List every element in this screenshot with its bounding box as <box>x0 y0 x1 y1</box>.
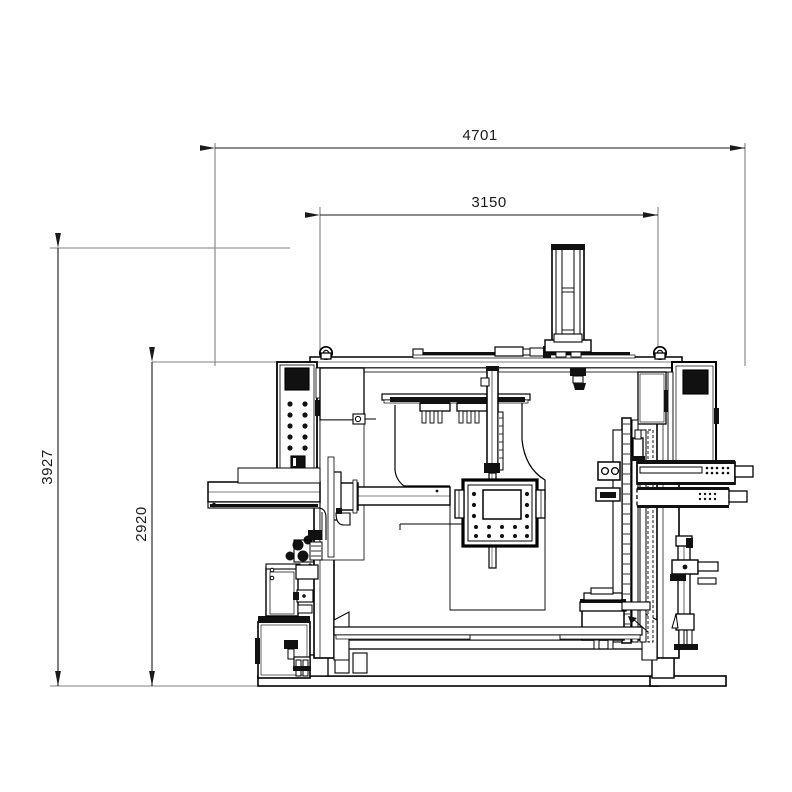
dimension-lines <box>55 145 745 686</box>
dim-overall-width: 4701 <box>462 127 497 144</box>
right-cabinet-display <box>682 369 709 395</box>
left-control-panel[interactable] <box>276 361 321 475</box>
lower-left-pump-cabinet <box>255 563 319 679</box>
left-panel-buttons[interactable] <box>287 401 308 451</box>
right-linear-actuators <box>595 429 754 508</box>
right-control-cabinet[interactable] <box>667 361 719 475</box>
hmi-screen <box>482 489 522 520</box>
center-linkage <box>570 368 586 390</box>
mid-horizontal-beams <box>333 626 643 641</box>
valve-cluster <box>285 507 327 567</box>
machine-body-contour <box>381 393 546 611</box>
left-panel-display <box>284 367 310 391</box>
vertical-mast <box>544 244 592 358</box>
right-vertical-rail <box>612 417 654 644</box>
hmi-side-buttons[interactable] <box>471 491 530 519</box>
hmi-bottom-buttons[interactable] <box>474 525 529 538</box>
extension-lines <box>50 143 746 687</box>
dim-inner-width: 3150 <box>471 194 506 211</box>
left-conveyor-arm <box>207 467 321 509</box>
right-upper-subcabinet <box>637 371 668 425</box>
center-hmi-panel[interactable] <box>399 478 546 548</box>
machine-assembly <box>207 244 754 687</box>
lower-right-mechanism <box>670 535 719 650</box>
hose-connector-blocks <box>419 401 488 424</box>
dim-inner-height: 2920 <box>133 506 150 541</box>
dim-overall-height: 3927 <box>39 449 56 484</box>
horizontal-spindle-shaft <box>327 456 451 558</box>
